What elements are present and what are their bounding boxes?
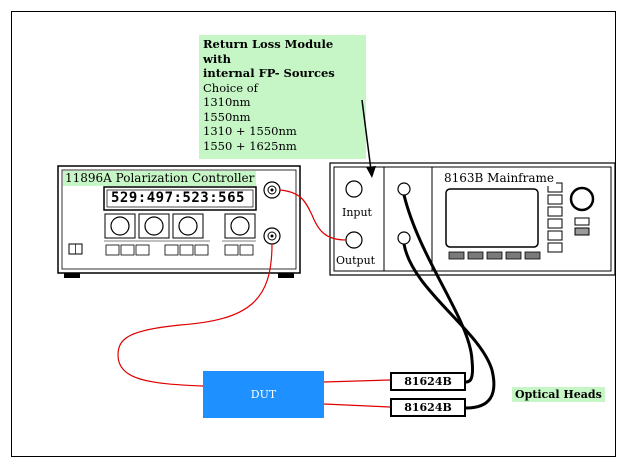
callout-line-1310-1550: 1310 + 1550nm — [203, 124, 297, 138]
fiber-dut-to-head-2 — [323, 403, 391, 408]
dut-label: DUT — [250, 388, 277, 401]
controller-foot-right — [278, 273, 294, 278]
return-loss-callout: Return Loss Module with internal FP- Sou… — [199, 35, 366, 159]
mainframe-key-b — [574, 227, 590, 236]
controller-foot-left — [64, 273, 80, 278]
module-input-label: Input — [342, 206, 372, 219]
polarization-knobs — [104, 213, 256, 239]
fiber-controller-to-module — [279, 189, 347, 241]
optical-head-1-label: 81624B — [404, 375, 452, 388]
head-port-1 — [397, 182, 411, 196]
module-output-port — [345, 231, 363, 249]
optical-head-1: 81624B — [390, 372, 466, 391]
mainframe-screen — [445, 188, 539, 248]
optical-heads-label: Optical Heads — [512, 387, 605, 402]
head-port-2 — [397, 231, 411, 245]
optical-head-2-label: 81624B — [404, 401, 452, 414]
module-input-port — [345, 180, 363, 198]
callout-title-line-1: Return Loss Module with — [203, 37, 334, 66]
controller-buttons — [105, 244, 254, 256]
controller-readout: 529:497:523:565 — [111, 190, 245, 206]
mainframe-bottom-keys — [448, 251, 541, 260]
callout-arrow — [361, 99, 376, 178]
mainframe-key-a — [574, 217, 590, 226]
callout-line-1550-1625: 1550 + 1625nm — [203, 138, 297, 153]
mainframe-knob — [569, 186, 595, 212]
mainframe-label: 8163B Mainframe — [442, 171, 556, 186]
callout-line-1310: 1310nm — [203, 95, 251, 109]
callout-line-choice: Choice of — [203, 80, 258, 95]
controller-display — [103, 186, 257, 211]
head-cables — [402, 194, 496, 410]
module-output-label: Output — [336, 254, 376, 267]
head-cable-2 — [402, 243, 496, 410]
callout-title-line-2: internal FP- Sources — [203, 66, 335, 80]
mainframe-softkeys — [547, 182, 563, 253]
callout-line-1550: 1550nm — [203, 109, 251, 124]
fiber-dut-to-head-1 — [323, 379, 391, 383]
head-cable-1 — [402, 194, 474, 384]
red-fibers — [117, 189, 391, 408]
polarization-controller-label: 11896A Polarization Controller — [63, 171, 257, 186]
fiber-controller-to-dut — [117, 243, 273, 387]
optical-head-2: 81624B — [390, 398, 466, 417]
dut-box: DUT — [203, 371, 324, 418]
